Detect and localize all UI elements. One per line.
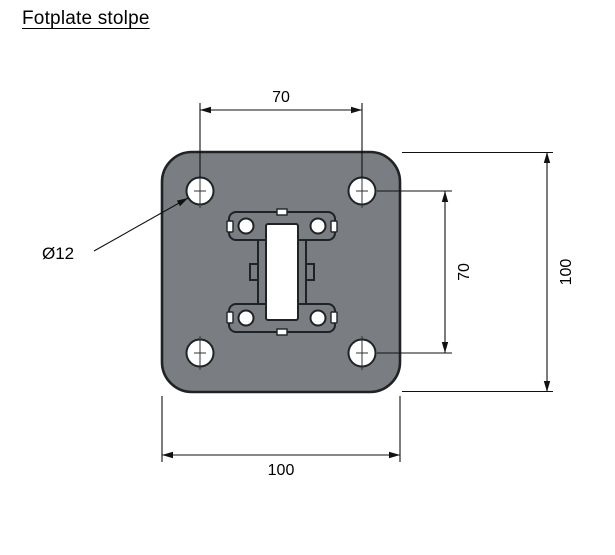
profile-end-slot-bottom-left bbox=[226, 311, 234, 324]
bolt-hole-bottom-left bbox=[185, 336, 215, 370]
profile-screw-channel-top-right bbox=[309, 217, 327, 235]
dim-plate-height: 100 bbox=[402, 151, 575, 393]
profile-web-tab-right bbox=[305, 263, 315, 281]
profile-end-slot-top-left bbox=[226, 220, 234, 233]
leader-hole-diameter: Ø12 bbox=[42, 197, 189, 263]
profile-end-slot-bottom-right bbox=[330, 311, 338, 324]
dim-hole-spacing-top: 70 bbox=[199, 89, 363, 178]
dimension-label: 100 bbox=[268, 462, 295, 479]
profile-screw-channel-top-left bbox=[237, 217, 255, 235]
profile-notch-bottom bbox=[276, 328, 288, 336]
hole-diameter-label: Ø12 bbox=[42, 244, 74, 263]
dim-plate-width: 100 bbox=[161, 396, 401, 479]
profile-center-slot bbox=[265, 223, 299, 321]
dimension-label: 100 bbox=[558, 259, 575, 286]
dimension-label: 70 bbox=[456, 263, 473, 281]
profile-web-tab-left bbox=[249, 263, 259, 281]
profile-screw-channel-bottom-left bbox=[237, 309, 255, 327]
page-title: Fotplate stolpe bbox=[22, 8, 150, 29]
bolt-hole-bottom-right bbox=[347, 336, 377, 370]
profile-notch-top bbox=[276, 208, 288, 216]
profile-end-slot-top-right bbox=[330, 220, 338, 233]
leader-line bbox=[93, 197, 189, 252]
dim-hole-spacing-right: 70 bbox=[377, 190, 473, 354]
profile-screw-channel-bottom-right bbox=[309, 309, 327, 327]
post-profile-cross-section bbox=[226, 208, 338, 336]
dimension-label: 70 bbox=[272, 89, 290, 106]
